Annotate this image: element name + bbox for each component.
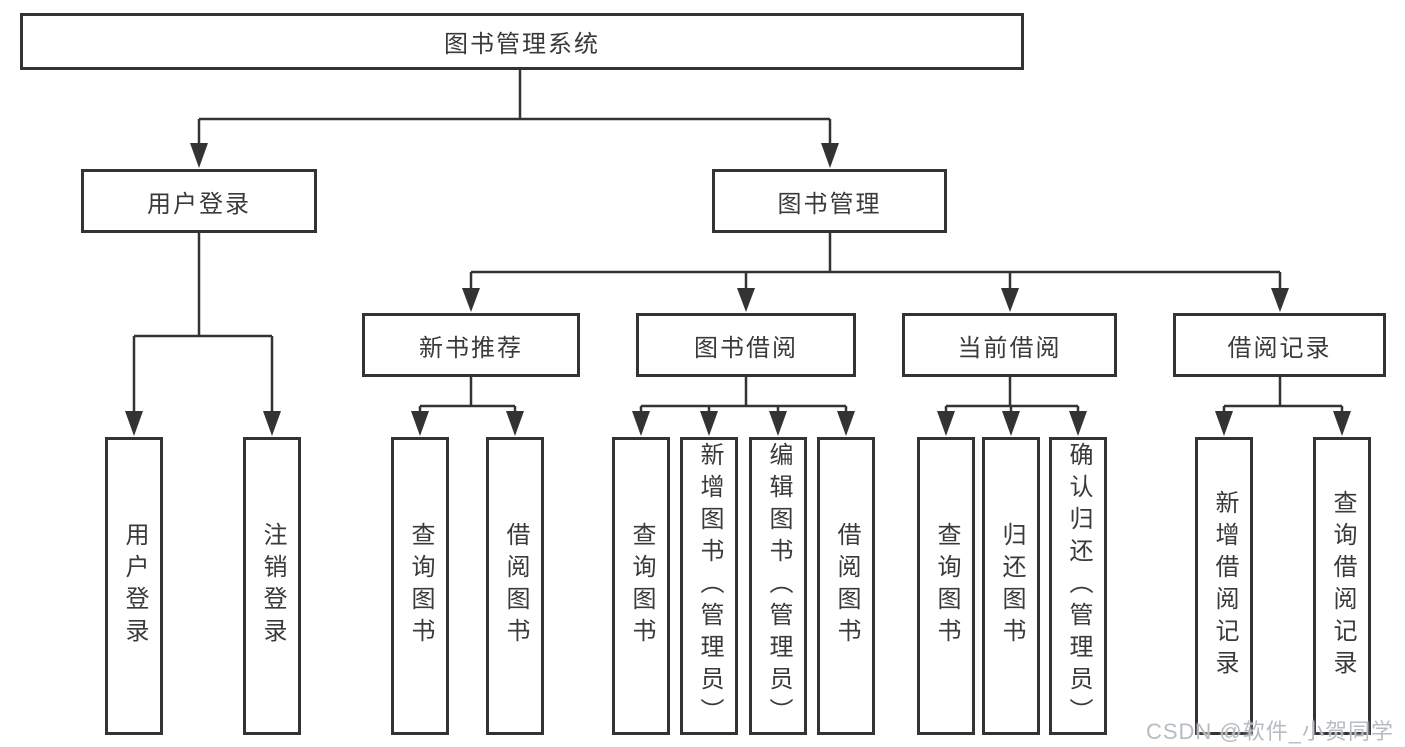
node-new-book-recommend: 新书推荐 <box>362 313 580 377</box>
leaf-return-book-label: 归还图书 <box>998 522 1025 650</box>
watermark: CSDN @软件_小贺同学 <box>1145 719 1394 744</box>
node-borrow-records: 借阅记录 <box>1173 313 1386 377</box>
leaf-confirm-return-admin-label: 确认归还（管理员） <box>1065 442 1092 730</box>
node-book-borrow: 图书借阅 <box>636 313 856 377</box>
node-user-login: 用户登录 <box>81 169 317 233</box>
node-current-borrow: 当前借阅 <box>902 313 1117 377</box>
leaf-query-books-recommend-label: 查询图书 <box>407 522 434 650</box>
leaf-query-books-current-label: 查询图书 <box>933 522 960 650</box>
leaf-borrow-books-borrow: 借阅图书 <box>817 437 875 735</box>
leaf-add-borrow-record-label: 新增借阅记录 <box>1211 490 1238 682</box>
leaf-query-borrow-record-label: 查询借阅记录 <box>1329 490 1356 682</box>
leaf-add-book-admin: 新增图书（管理员） <box>680 437 738 735</box>
leaf-edit-book-admin: 编辑图书（管理员） <box>749 437 807 735</box>
leaf-return-book: 归还图书 <box>982 437 1040 735</box>
leaf-query-borrow-record: 查询借阅记录 <box>1313 437 1371 735</box>
connector-user-login-to-leaves <box>125 233 281 436</box>
connector-book-management-to-level3 <box>462 233 1289 312</box>
leaf-query-books-borrow: 查询图书 <box>612 437 670 735</box>
leaf-confirm-return-admin: 确认归还（管理员） <box>1049 437 1107 735</box>
connector-borrow-records-to-leaves <box>1215 377 1351 436</box>
leaf-borrow-books-recommend: 借阅图书 <box>486 437 544 735</box>
leaf-borrow-books-recommend-label: 借阅图书 <box>502 522 529 650</box>
connector-book-borrow-to-leaves <box>632 377 855 436</box>
leaf-logout: 注销登录 <box>243 437 301 735</box>
leaf-logout-label: 注销登录 <box>259 522 286 650</box>
leaf-borrow-books-borrow-label: 借阅图书 <box>833 522 860 650</box>
leaf-edit-book-admin-label: 编辑图书（管理员） <box>765 442 792 730</box>
leaf-add-borrow-record: 新增借阅记录 <box>1195 437 1253 735</box>
leaf-add-book-admin-label: 新增图书（管理员） <box>696 442 723 730</box>
connector-current-borrow-to-leaves <box>937 377 1087 436</box>
leaf-user-login-label: 用户登录 <box>121 522 148 650</box>
leaf-user-login: 用户登录 <box>105 437 163 735</box>
node-root: 图书管理系统 <box>20 13 1024 70</box>
node-book-management: 图书管理 <box>712 169 947 233</box>
leaf-query-books-current: 查询图书 <box>917 437 975 735</box>
leaf-query-books-recommend: 查询图书 <box>391 437 449 735</box>
leaf-query-books-borrow-label: 查询图书 <box>628 522 655 650</box>
connector-new-book-recommend-to-leaves <box>411 377 524 436</box>
connector-root-to-level2 <box>190 70 839 168</box>
